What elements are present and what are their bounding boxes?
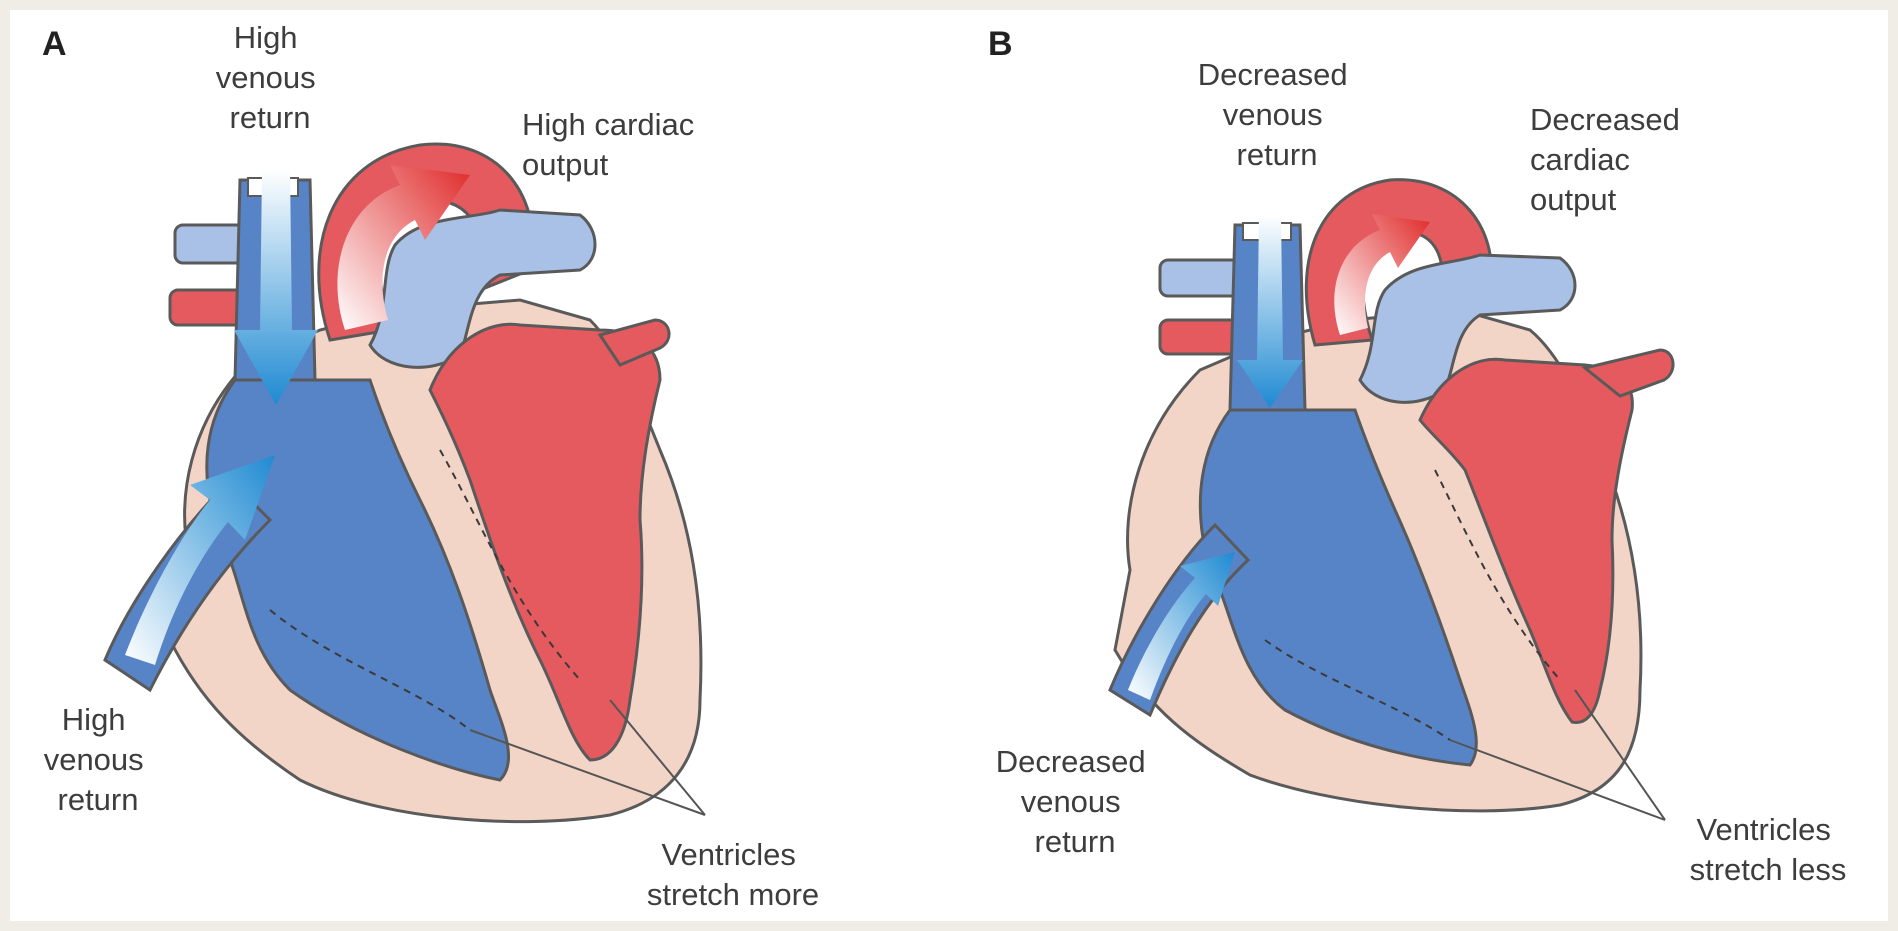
top-venous-label: High venous return — [216, 20, 325, 135]
panel-letter: A — [42, 25, 67, 63]
side-venous-label: High venous return — [44, 702, 153, 817]
cardiac-output-label: Decreased cardiac output — [1530, 102, 1689, 217]
ventricle-stretch-label: Ventricles stretch less — [1690, 812, 1847, 887]
panel-b: B Decreased venous return Decreased card… — [988, 25, 1846, 887]
side-venous-label: Decreased venous return — [996, 744, 1155, 859]
ventricle-stretch-label: Ventricles stretch more — [647, 837, 819, 912]
panel-letter: B — [988, 25, 1013, 63]
cardiac-output-label: High cardiac output — [522, 107, 703, 182]
panel-a: A High venous return High cardiac output… — [42, 20, 819, 912]
top-venous-label: Decreased venous return — [1198, 57, 1357, 172]
